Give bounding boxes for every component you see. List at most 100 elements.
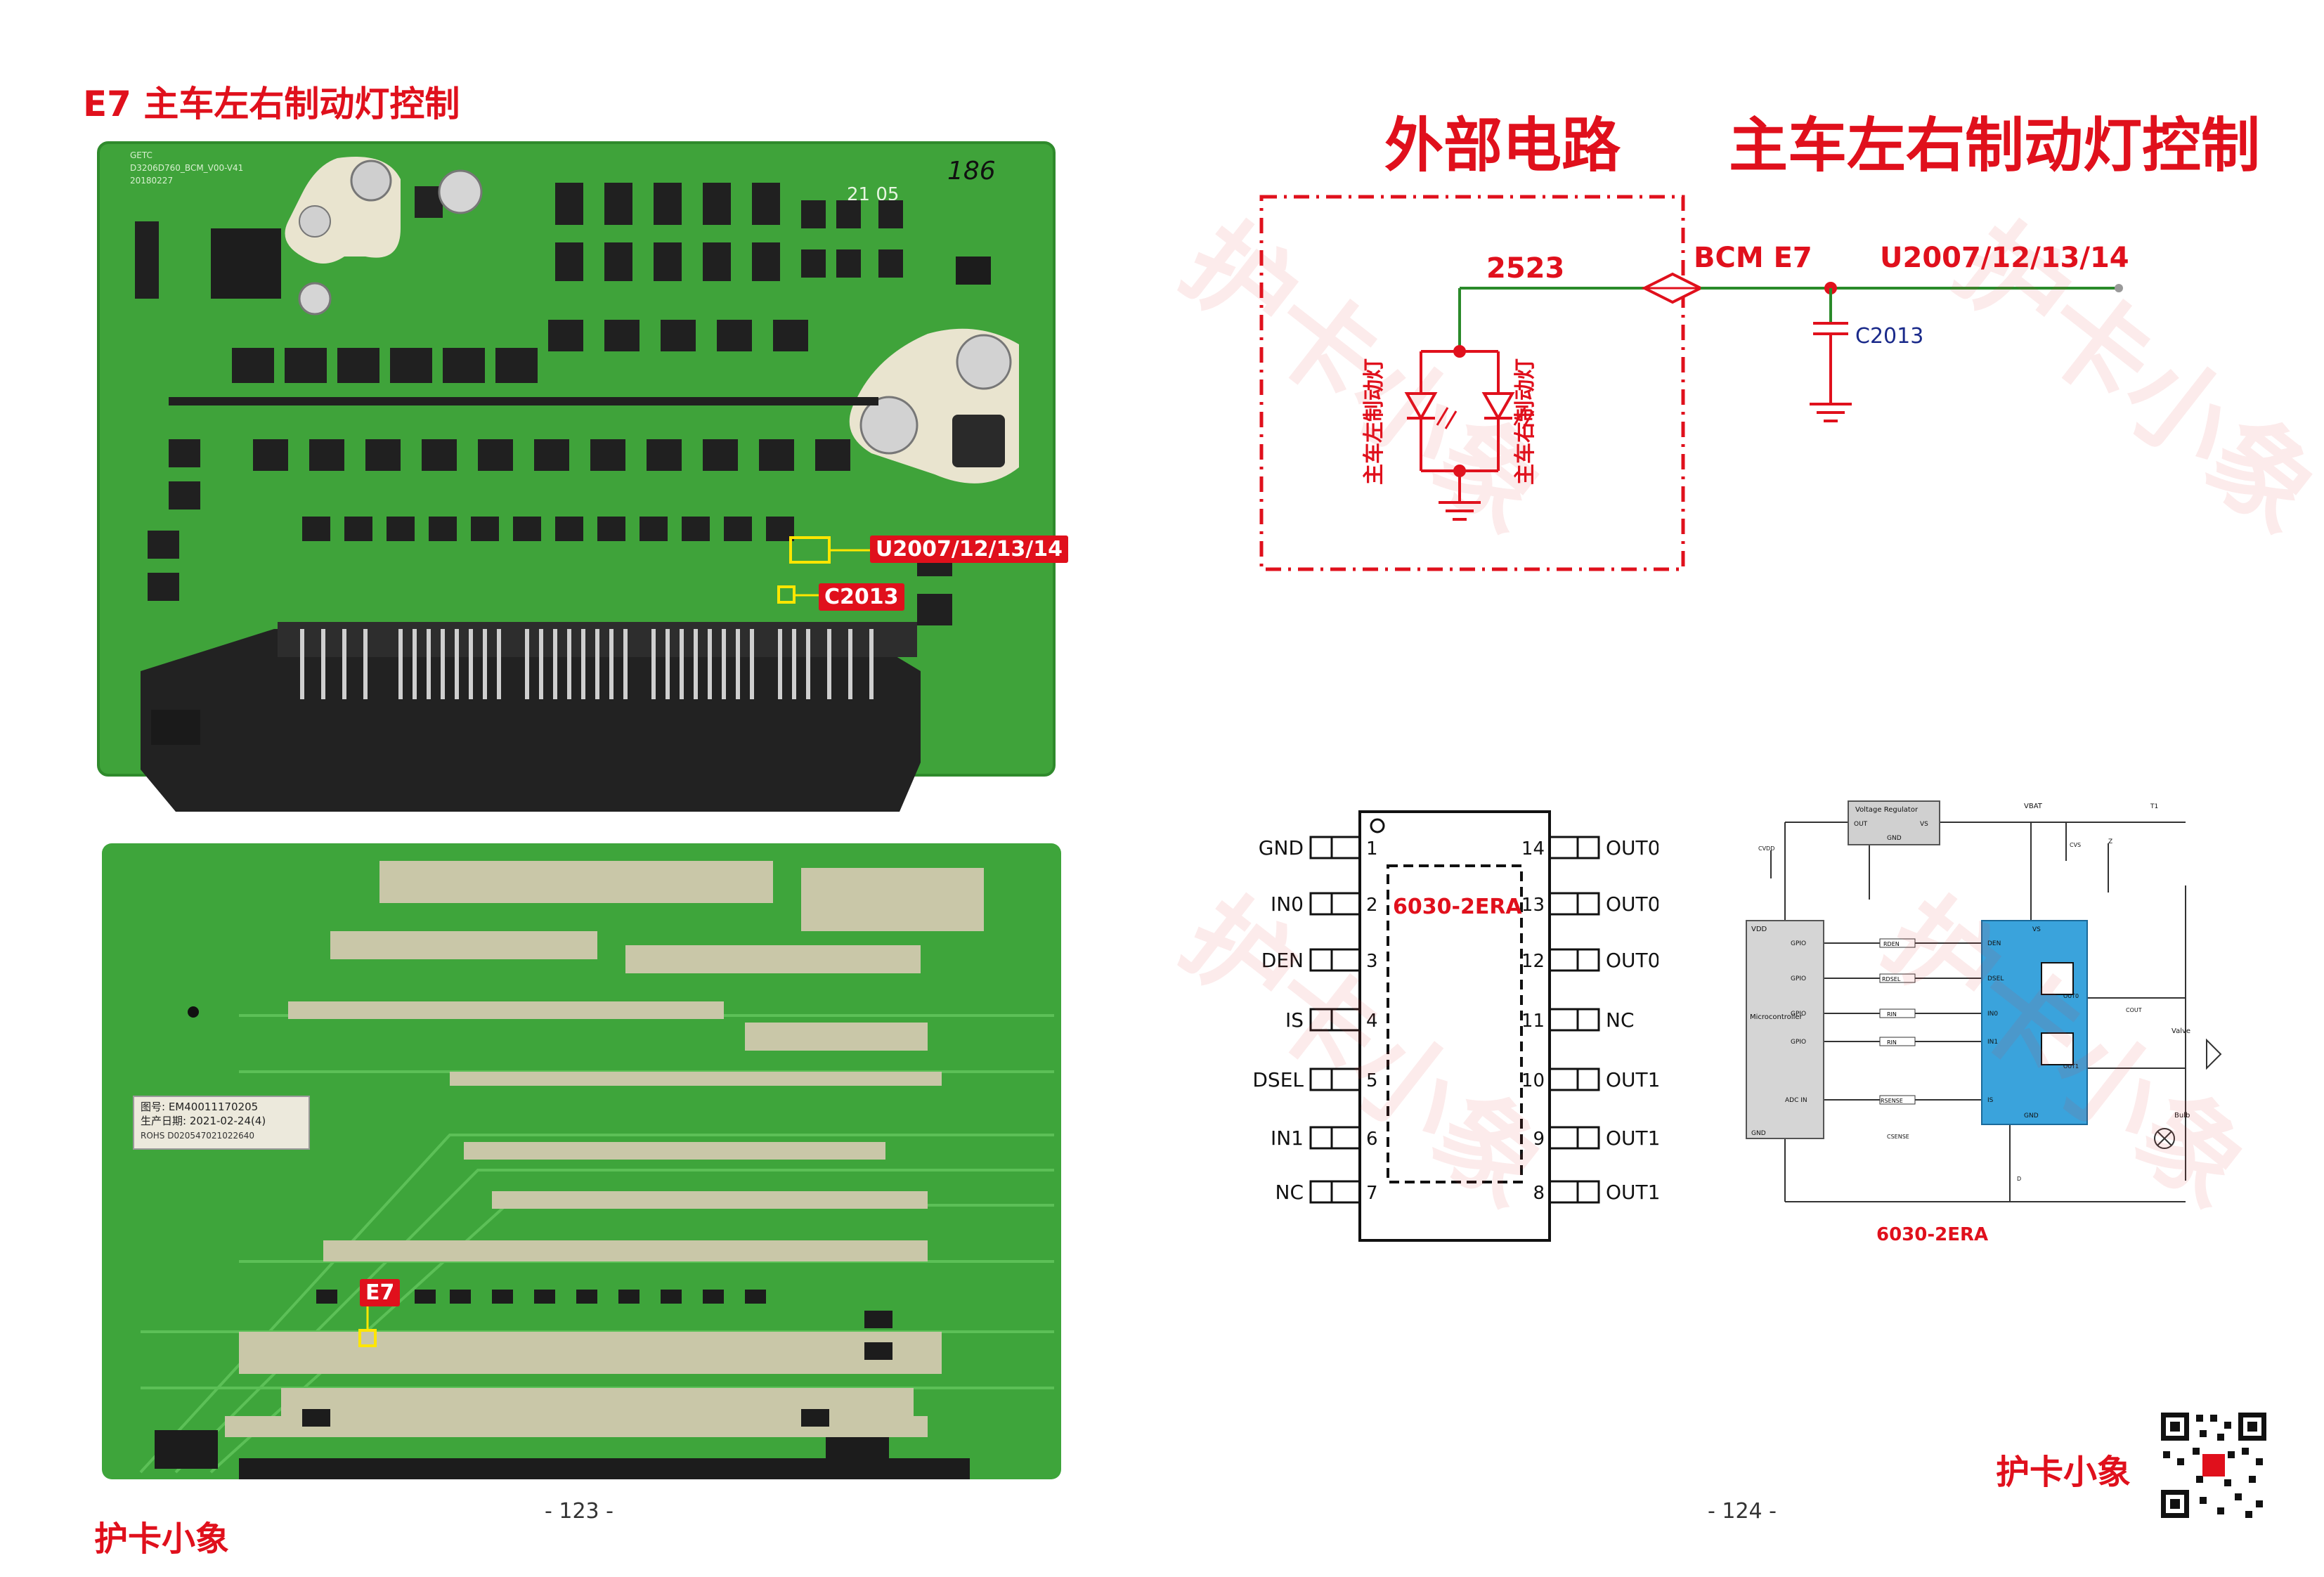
right-pin-box-9 [1576,1126,1600,1150]
zener-label: Z [2108,838,2112,845]
right-pin-lead-9 [1548,1126,1579,1150]
left-pin-box-4 [1309,1008,1333,1032]
board-id-top: GETC [130,150,152,160]
right-brake-lamp-label: 主车右制动灯 [1513,358,1538,485]
left-pin-name-7: NC [1275,1181,1304,1204]
vbat-label: VBAT [2024,803,2043,810]
qr-code-icon [2157,1409,2270,1521]
chip-pin-den: DEN [1987,940,2001,947]
left-pin-number-1: 1 [1366,838,1378,859]
chip-pin-vs: VS [2032,926,2041,933]
chip-pin-in0: IN0 [1987,1011,1998,1018]
cap-out-label: COUT [2126,1007,2142,1013]
right-pin-box-11 [1576,1008,1600,1032]
sticker-line1: 图号: EM40011170205 [141,1101,258,1113]
valve-label: Valve [2172,1027,2190,1035]
right-pin-number-8: 8 [1533,1183,1545,1204]
left-pin-lead-2 [1330,892,1361,916]
left-pin-number-6: 6 [1366,1129,1378,1150]
left-pin-box-5 [1309,1067,1333,1091]
cap-vs-label: CVS [2070,842,2081,848]
callout-e7: E7 [360,1279,401,1306]
chip-pin-is: IS [1987,1097,1994,1104]
right-pin-box-10 [1576,1067,1600,1091]
chip-pin-gnd: GND [2024,1112,2039,1120]
right-pin-number-14: 14 [1521,838,1545,859]
right-pin-number-13: 13 [1521,895,1545,916]
left-pin-number-7: 7 [1366,1183,1378,1204]
right-pin-box-8 [1576,1180,1600,1204]
sticker-line3: ROHS D020547021022640 [141,1131,254,1141]
mcu-gnd-label: GND [1751,1130,1766,1137]
brand-logo-left: 护卡小象 [94,1519,230,1559]
right-pin-name-10: OUT1 [1606,1068,1658,1091]
ic-part-label: 6030-2ERA [1393,895,1522,919]
page-number-right: - 124 - [1708,1499,1777,1524]
circuit-main-title: 主车左右制动灯控制 [1729,111,2261,180]
left-brake-lamp-label: 主车左制动灯 [1362,358,1387,485]
cap-sense-label: CSENSE [1887,1134,1909,1140]
callout-c2013: C2013 [819,583,904,611]
right-pin-box-14 [1576,836,1600,859]
brand-logo-right: 护卡小象 [1996,1453,2131,1492]
board-code: D3206D760_BCM_V00-V41 [130,163,243,173]
chip-pin-out0: OUT0 [2063,993,2079,999]
reg-vs-pin: VS [1920,821,1928,828]
right-pin-lead-14 [1548,836,1579,859]
left-pin-lead-3 [1330,948,1361,972]
resistor-rden: RDEN [1883,941,1900,947]
reg-out-pin: OUT [1854,821,1868,828]
right-pin-number-11: 11 [1521,1011,1545,1032]
left-pin-name-4: IS [1285,1008,1304,1032]
right-pin-box-13 [1576,892,1600,916]
resistor-rdsel: RDSEL [1882,976,1901,982]
application-circuit-diagram: Voltage Regulator OUT VS GND VBAT VDD Mi… [1746,800,2222,1245]
right-pin-number-12: 12 [1521,951,1545,972]
external-circuit-title: 外部电路 [1384,111,1621,180]
mcu-gpio-3: GPIO [1791,1011,1806,1018]
resistor-rin-1: RIN [1887,1011,1897,1018]
right-pin-name-14: OUT0 [1606,836,1658,859]
right-pin-lead-13 [1548,892,1579,916]
transistor-label: T1 [2150,803,2158,810]
left-pin-number-3: 3 [1366,951,1378,972]
mcu-adc-label: ADC IN [1785,1097,1807,1104]
pcb-bottom-photo: 图号: EM40011170205 生产日期: 2021-02-24(4) RO… [102,843,1061,1479]
left-pin-name-3: DEN [1261,949,1304,972]
left-pin-name-2: IN0 [1271,893,1304,916]
right-pin-name-13: OUT0 [1606,893,1658,916]
left-pin-box-1 [1309,836,1333,859]
wire-number-label: 2523 [1486,252,1564,285]
right-pin-name-8: OUT1 [1606,1181,1658,1204]
right-pin-name-11: NC [1606,1008,1635,1032]
left-pin-lead-4 [1330,1008,1361,1032]
left-pin-box-7 [1309,1180,1333,1204]
right-pin-lead-11 [1548,1008,1579,1032]
left-page-title: E7 主车左右制动灯控制 [83,84,460,124]
left-pin-lead-5 [1330,1067,1361,1091]
sticker-line2: 生产日期: 2021-02-24(4) [141,1115,266,1127]
voltage-regulator-label: Voltage Regulator [1855,806,1919,814]
callout-u2007: U2007/12/13/14 [870,536,1068,563]
left-pin-number-5: 5 [1366,1070,1378,1091]
bulb-label: Bulb [2174,1112,2190,1120]
chip-label: U2007/12/13/14 [1880,242,2129,274]
left-pin-box-6 [1309,1126,1333,1150]
right-pin-box-12 [1576,948,1600,972]
left-pin-number-2: 2 [1366,895,1378,916]
page-number-left: - 123 - [545,1499,614,1524]
chip-pin-out1: OUT1 [2063,1063,2079,1070]
right-pin-number-10: 10 [1521,1070,1545,1091]
resistor-rsense: RSENSE [1881,1098,1903,1104]
chip-pin-dsel: DSEL [1987,975,2004,982]
connector-label: BCM E7 [1694,242,1812,274]
cap-label: C2013 [1855,324,1923,349]
mcu-vdd-label: VDD [1751,926,1767,933]
reg-gnd-pin: GND [1887,835,1902,842]
left-pin-lead-6 [1330,1126,1361,1150]
handwritten-mark: 186 [947,157,996,186]
right-pin-lead-8 [1548,1180,1579,1204]
left-pin-name-5: DSEL [1252,1068,1304,1091]
right-pin-name-9: OUT1 [1606,1127,1658,1150]
